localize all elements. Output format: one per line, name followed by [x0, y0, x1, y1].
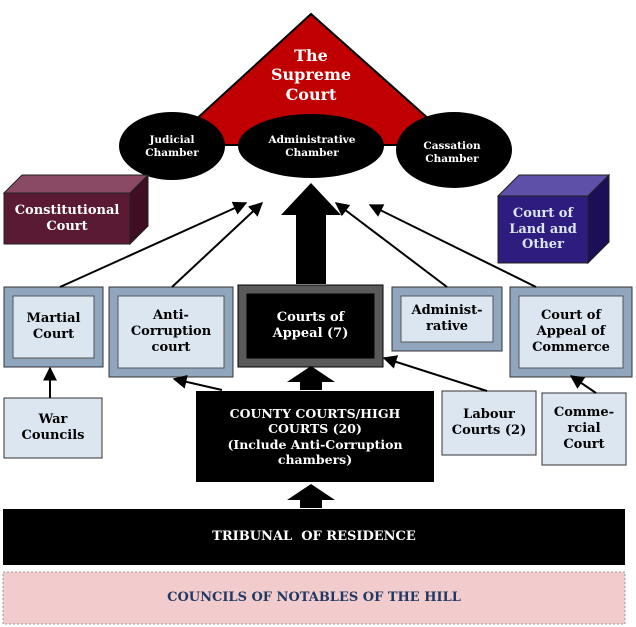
judicial-chamber-ellipse [119, 112, 225, 180]
commercial-court-label: Comme- rcial Court [553, 405, 615, 452]
anti-corruption-court-bevel [108, 286, 234, 378]
administrative-chamber-label: Administrative Chamber [268, 134, 356, 159]
tribunal-to-county-block-arrow [287, 484, 335, 508]
anticorruption-to-supreme-arrow [171, 202, 264, 288]
administrative-to-supreme-arrow [334, 202, 448, 288]
war-councils-label: War Councils [21, 412, 85, 443]
war-councils-box [3, 397, 103, 459]
appeal-to-supreme-block-arrow [281, 183, 341, 284]
constitutional-court-label: Constitutional Court [14, 202, 120, 234]
administrative-court-label: Administ- rative [411, 303, 483, 334]
commerce-appeal-court-label: Court of Appeal of Commerce [532, 308, 610, 355]
courts-of-appeal-bevel [237, 284, 384, 368]
labour-to-appeal-arrow [382, 355, 488, 392]
courts-of-appeal-label: Courts of Appeal (7) [272, 310, 349, 341]
labour-courts-label: Labour Courts (2) [451, 407, 527, 438]
councils-notables-box [2, 571, 626, 625]
commerce-to-supreme-arrow [368, 204, 537, 288]
county-courts-box [196, 391, 434, 482]
administrative-court-bevel [391, 286, 503, 352]
martial-to-supreme-arrow [59, 201, 248, 288]
labour-courts-box [441, 390, 537, 456]
commercial-court-box [541, 392, 627, 466]
cassation-chamber-ellipse [396, 112, 512, 188]
tribunal-bar [3, 509, 625, 565]
cassation-chamber-label: Cassation Chamber [423, 140, 481, 165]
commercial-to-commerce-appeal-arrow [569, 375, 597, 394]
county-to-appeal-block-arrow [287, 366, 335, 390]
martial-court-bevel [3, 286, 104, 368]
supreme-court-title: The Supreme Court [270, 45, 352, 104]
county-to-anticorruption-arrow [172, 374, 223, 391]
administrative-chamber-ellipse [238, 114, 384, 178]
land-court-label: Court of Land and Other [509, 205, 577, 253]
commerce-appeal-court-bevel [509, 286, 633, 378]
constitutional-court-box [2, 173, 150, 246]
martial-court-label: Martial Court [26, 311, 81, 342]
councils-notables-label: COUNCILS OF NOTABLES OF THE HILL [167, 590, 461, 606]
anti-corruption-court-label: Anti- Corruption court [130, 308, 212, 355]
land-court-box [496, 173, 611, 265]
judicial-chamber-label: Judicial Chamber [145, 134, 199, 159]
county-courts-label: COUNTY COURTS/HIGH COURTS (20) (Include … [227, 406, 403, 467]
tribunal-label: TRIBUNAL OF RESIDENCE [212, 529, 416, 545]
